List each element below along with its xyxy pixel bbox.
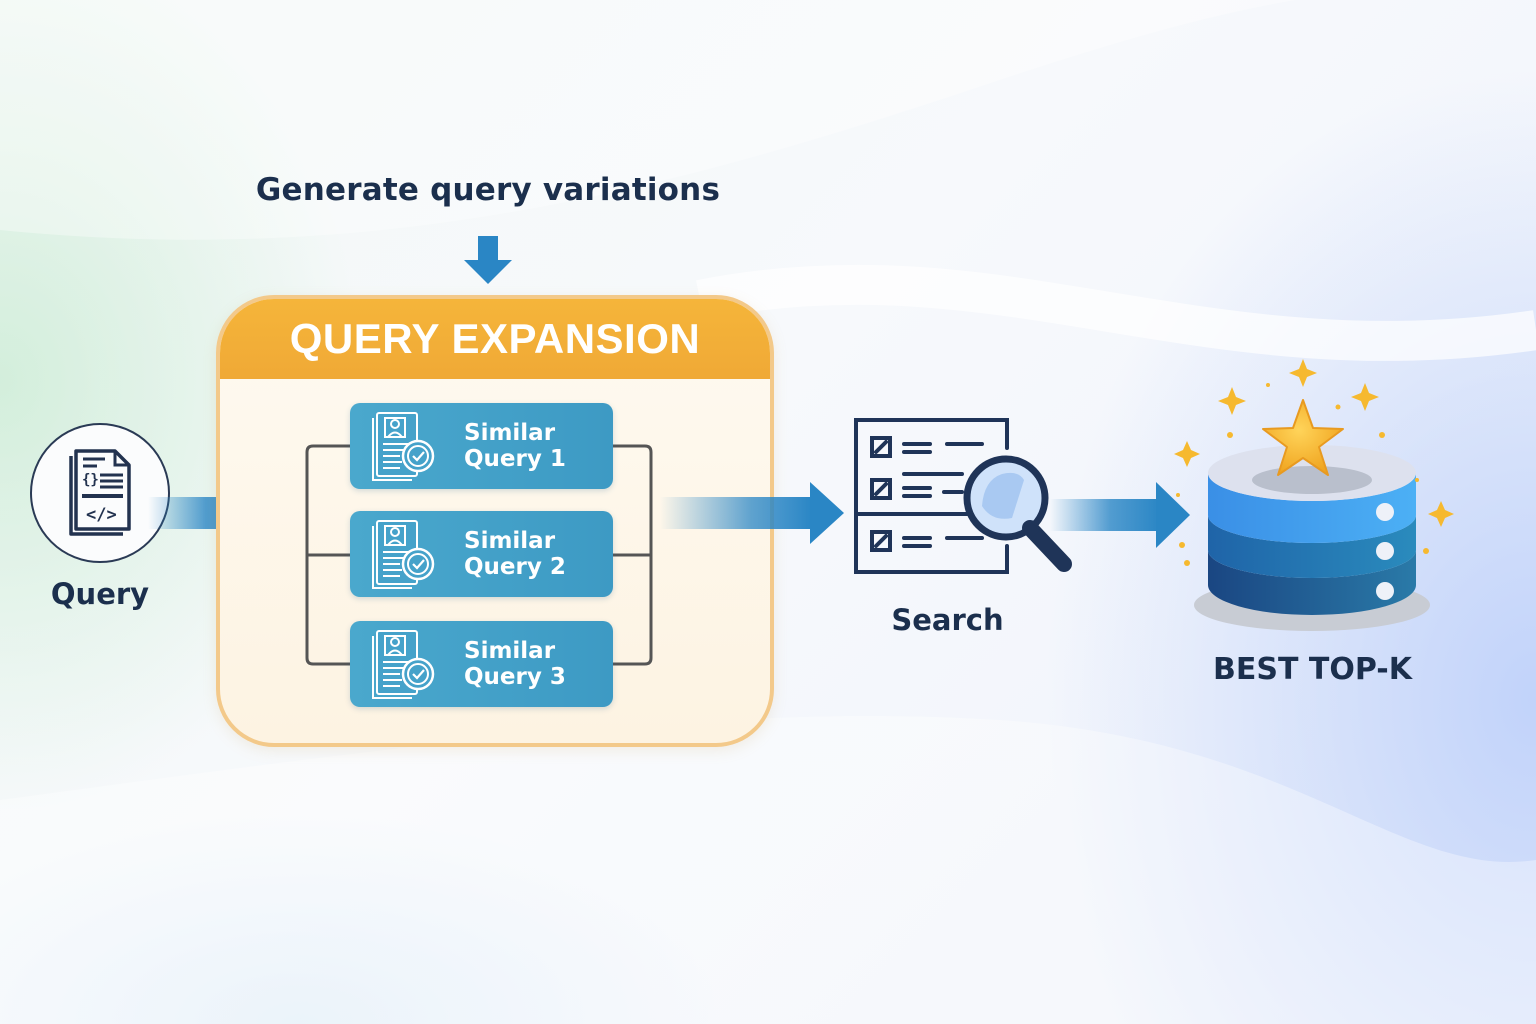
similar-query-line1: Similar (464, 528, 556, 554)
database-star-icon (1174, 359, 1454, 631)
similar-query-label: Similar Query 2 (464, 528, 566, 580)
svg-text:</>: </> (86, 505, 117, 525)
query-label: Query (50, 577, 150, 611)
similar-query-line1: Similar (464, 638, 556, 664)
arrow-expansion-to-search (660, 482, 844, 544)
similar-query-line2: Query 1 (464, 446, 566, 472)
checklist-magnifier-icon (854, 418, 1072, 574)
code-document-icon: {} </> (69, 449, 131, 536)
document-check-icon (372, 630, 435, 699)
similar-query-line2: Query 3 (464, 664, 566, 690)
similar-query-label: Similar Query 1 (464, 420, 566, 472)
down-arrow-icon (464, 236, 512, 284)
svg-text:{}: {} (82, 472, 99, 488)
similar-query-line2: Query 2 (464, 554, 566, 580)
similar-query-line1: Similar (464, 420, 556, 446)
similar-query-card[interactable]: Similar Query 1 (350, 403, 613, 489)
branch-connector (305, 444, 653, 666)
best-topk-label: BEST TOP-K (1213, 652, 1412, 687)
similar-query-label: Similar Query 3 (464, 638, 566, 690)
query-expansion-title: QUERY EXPANSION (220, 299, 770, 379)
search-label: Search (891, 603, 1004, 637)
generate-variations-label: Generate query variations (255, 172, 721, 208)
document-check-icon (372, 520, 435, 589)
arrow-search-to-topk (1050, 482, 1190, 548)
similar-query-card[interactable]: Similar Query 2 (350, 511, 613, 597)
document-check-icon (372, 412, 435, 481)
query-node: {} </> (30, 423, 170, 563)
similar-query-card[interactable]: Similar Query 3 (350, 621, 613, 707)
